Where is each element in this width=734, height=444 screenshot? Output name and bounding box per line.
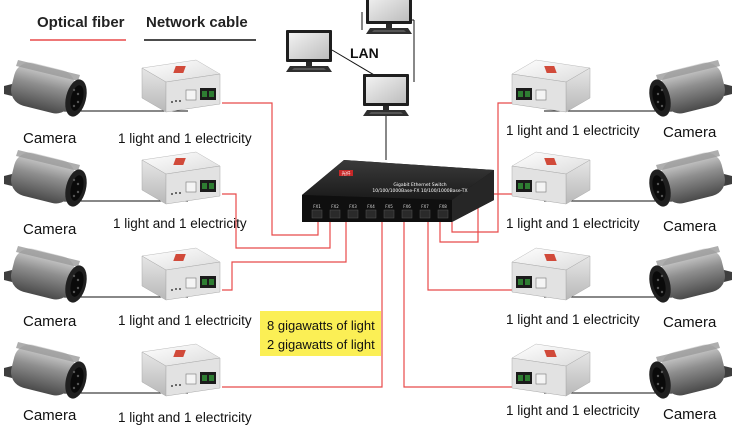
media-converter-icon <box>141 151 221 205</box>
converter-label: 1 light and 1 electricity <box>118 410 252 425</box>
fiber-count-note: 8 gigawatts of light 2 gigawatts of ligh… <box>260 311 381 356</box>
camera-icon <box>646 59 732 119</box>
left-converters: 1 light and 1 electricity 1 light and 1 … <box>113 59 252 425</box>
monitor-icon <box>363 74 409 116</box>
camera-label: Camera <box>23 407 77 424</box>
media-converter-icon <box>141 59 221 113</box>
camera-icon <box>646 149 732 209</box>
switch-port: FX6 <box>401 204 413 219</box>
switch-ports: FX1 FX2 FX3 FX4 FX5 FX6 <box>311 204 449 219</box>
media-converter-icon <box>511 343 591 397</box>
right-converters: 1 light and 1 electricity 1 light and 1 … <box>506 59 640 418</box>
media-converter-icon <box>511 151 591 205</box>
switch-port: FX2 <box>329 204 341 219</box>
camera-icon <box>646 245 732 305</box>
port-label: FX6 <box>403 204 411 209</box>
converter-label: 1 light and 1 electricity <box>113 216 247 231</box>
legend: Optical fiber Network cable <box>30 14 256 41</box>
switch-port: FX7 <box>419 204 431 219</box>
monitor-icon <box>366 0 412 34</box>
switch-subtitle: 10/100/1000Base-FX 10/100/1000Base-TX <box>372 188 467 194</box>
camera-label: Camera <box>663 218 717 235</box>
converter-label: 1 light and 1 electricity <box>118 313 252 328</box>
switch-port: FX4 <box>365 204 377 219</box>
legend-optical-fiber-label: Optical fiber <box>37 14 125 31</box>
camera-label: Camera <box>23 130 77 147</box>
camera-icon <box>4 149 91 209</box>
switch-port: FX3 <box>347 204 359 219</box>
legend-network-cable-label: Network cable <box>146 14 248 31</box>
switch-port: FX5 <box>383 204 395 219</box>
camera-label: Camera <box>663 124 717 141</box>
gigabit-switch: 光纤 Gigabit Ethernet Switch 10/100/1000Ba… <box>302 160 494 222</box>
port-label: FX3 <box>349 204 357 209</box>
converter-label: 1 light and 1 electricity <box>506 403 640 418</box>
port-label: FX4 <box>367 204 375 209</box>
left-cameras: Camera Camera Camera Camera <box>4 59 91 424</box>
converter-label: 1 light and 1 electricity <box>506 216 640 231</box>
port-label: FX5 <box>385 204 393 209</box>
camera-label: Camera <box>23 221 77 238</box>
camera-icon <box>4 245 91 305</box>
converter-label: 1 light and 1 electricity <box>506 123 640 138</box>
converter-label: 1 light and 1 electricity <box>506 312 640 327</box>
lan-label: LAN <box>350 45 379 61</box>
camera-label: Camera <box>663 406 717 423</box>
media-converter-icon <box>511 247 591 301</box>
port-label: FX1 <box>313 204 321 209</box>
note-line-2: 2 gigawatts of light <box>267 337 375 352</box>
converter-label: 1 light and 1 electricity <box>118 131 252 146</box>
lan-computers: LAN <box>286 0 412 116</box>
right-cameras: Camera Camera Camera Camera <box>646 59 732 423</box>
switch-port: FX1 <box>311 204 323 219</box>
switch-logo-badge <box>339 170 353 176</box>
media-converter-icon <box>141 247 221 301</box>
camera-label: Camera <box>23 313 77 330</box>
camera-icon <box>4 341 91 401</box>
switch-title: Gigabit Ethernet Switch <box>393 182 446 188</box>
note-background <box>260 311 381 356</box>
switch-port: FX8 <box>437 204 449 219</box>
monitor-icon <box>286 30 332 72</box>
port-label: FX8 <box>439 204 447 209</box>
port-label: FX2 <box>331 204 339 209</box>
camera-icon <box>4 59 91 119</box>
switch-logo: 光纤 <box>342 170 351 177</box>
camera-icon <box>646 341 732 401</box>
media-converter-icon <box>141 343 221 397</box>
note-line-1: 8 gigawatts of light <box>267 318 375 333</box>
camera-label: Camera <box>663 314 717 331</box>
port-label: FX7 <box>421 204 429 209</box>
media-converter-icon <box>511 59 591 113</box>
